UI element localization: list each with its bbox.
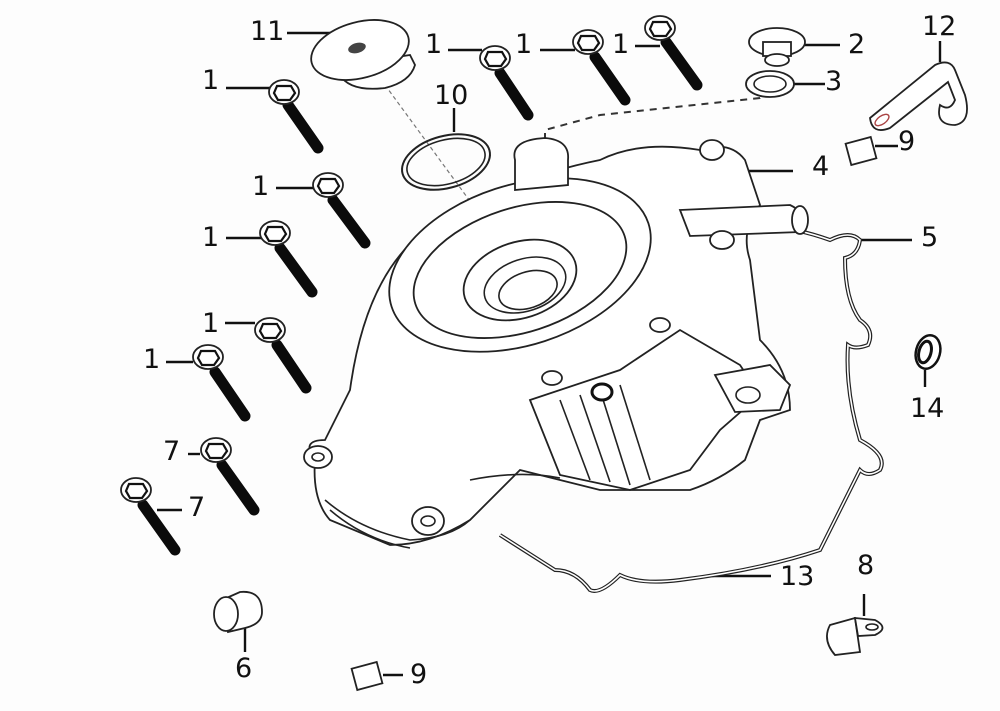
callout-11: 11	[250, 16, 285, 47]
callout-5: 5	[921, 222, 939, 253]
bolt-1g	[254, 317, 312, 394]
hose-bracket-12	[869, 61, 968, 131]
spacer-9a	[844, 135, 878, 167]
bolt-7a	[200, 437, 260, 516]
callout-1: 1	[612, 29, 630, 60]
callout-1: 1	[252, 171, 270, 202]
bolt-1d	[644, 15, 703, 91]
callout-1: 1	[515, 29, 533, 60]
side-cover-4	[303, 137, 809, 549]
plug-cap-11	[310, 19, 416, 90]
callout-13: 13	[780, 561, 815, 592]
callout-3: 3	[825, 66, 843, 97]
dowel-pin-6	[213, 590, 263, 634]
callout-14: 14	[910, 393, 945, 424]
sealing-washer-3	[745, 70, 795, 98]
spacer-9b	[350, 660, 384, 692]
bolt-1e	[312, 172, 371, 249]
o-ring-10	[401, 133, 491, 191]
callout-1: 1	[202, 65, 220, 96]
callout-1: 1	[425, 29, 443, 60]
bolt-1b	[479, 45, 534, 121]
callout-1: 1	[143, 344, 161, 375]
callout-8: 8	[857, 550, 875, 581]
callout-6: 6	[235, 653, 253, 684]
callout-2: 2	[848, 29, 866, 60]
drain-plug-2	[748, 27, 806, 67]
callout-12: 12	[922, 11, 957, 42]
sensor-8	[826, 616, 884, 656]
callout-1: 1	[202, 308, 220, 339]
oil-seal-14	[914, 334, 942, 370]
bolt-1h	[192, 344, 251, 422]
bolt-1c	[572, 29, 631, 106]
callout-7: 7	[163, 436, 181, 467]
callout-9: 9	[898, 126, 916, 157]
callout-9: 9	[410, 659, 428, 690]
bolt-1f	[259, 220, 318, 298]
callout-1: 1	[202, 222, 220, 253]
callout-7: 7	[188, 492, 206, 523]
bolt-7b	[120, 477, 181, 556]
bolt-1a	[268, 79, 324, 154]
callout-4: 4	[812, 151, 830, 182]
callout-10: 10	[434, 80, 469, 111]
bolts	[120, 15, 703, 556]
